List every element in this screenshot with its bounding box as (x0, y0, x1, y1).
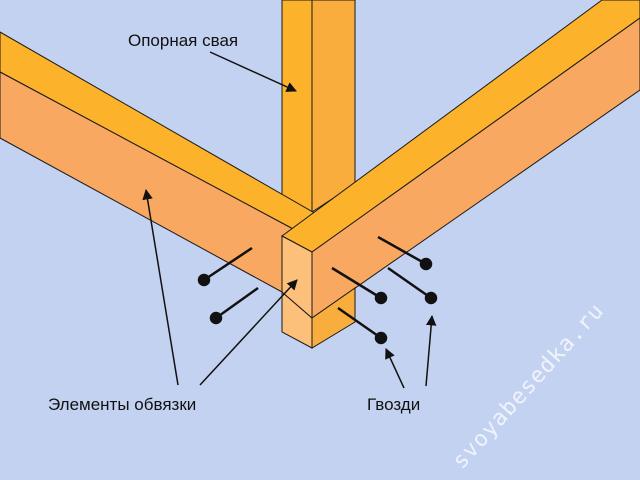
label-nails: Гвозди (367, 395, 420, 414)
nail-5 (387, 266, 432, 300)
nail-head-3 (419, 257, 433, 271)
pointer-nails-left (385, 348, 405, 389)
nail-2 (215, 286, 259, 320)
nail-head-5 (424, 291, 438, 305)
nail-6 (337, 306, 382, 340)
watermark: svoyabesedka.ru (448, 298, 610, 474)
pointer-pile (209, 51, 297, 92)
beam-end-face (281, 235, 313, 320)
pointer-frame-left (142, 188, 179, 386)
nail-head-2 (209, 311, 223, 325)
pointer-nails-right (425, 314, 437, 387)
nail-1 (203, 246, 253, 282)
nail-4 (331, 266, 382, 300)
nail-head-4 (374, 291, 388, 305)
nail-head-6 (374, 331, 388, 345)
nails (197, 235, 438, 345)
pointer-frame-right (199, 279, 298, 386)
support-pile (281, 0, 356, 229)
nail-3 (377, 235, 427, 266)
label-frame-elements: Элементы обвязки (48, 395, 196, 414)
label-pile: Опорная свая (128, 31, 238, 50)
left-frame-beam (0, 31, 319, 293)
nail-head-1 (197, 273, 211, 287)
